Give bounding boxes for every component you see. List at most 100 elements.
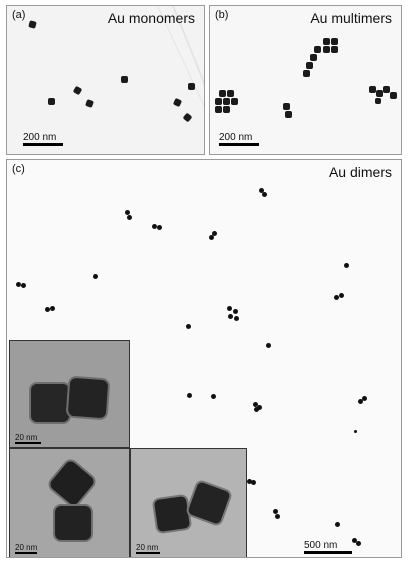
nanoparticle: [310, 54, 317, 61]
dimer-particle: [127, 215, 132, 220]
nanocube: [29, 382, 71, 424]
panel-tag: (a): [12, 9, 26, 21]
panel-au-monomers: (a) Au monomers 200 nm: [6, 5, 205, 155]
dimer-particle: [209, 235, 214, 240]
dimer-particle: [228, 314, 233, 319]
nanoparticle: [369, 86, 376, 93]
nanoparticle: [215, 106, 222, 113]
nanoparticle: [376, 90, 383, 97]
dimer-particle: [262, 192, 267, 197]
scale-bar-line: [304, 551, 352, 554]
nanoparticle: [227, 90, 234, 97]
dimer-particle: [259, 188, 264, 193]
dimer-particle: [253, 402, 258, 407]
inset-dimer-side-by-side: 20 nm: [9, 340, 130, 448]
nanoparticle: [390, 92, 397, 99]
nanoparticle: [323, 38, 330, 45]
dimer-particle: [358, 399, 363, 404]
nanoparticle: [223, 106, 230, 113]
panel-au-dimers: (c) Au dimers 20 nm: [6, 159, 402, 558]
dimer-particle: [257, 405, 262, 410]
dimer-particle: [125, 210, 130, 215]
dimer-particle: [335, 522, 340, 527]
dimer-particle: [354, 430, 357, 433]
scale-bar: 20 nm: [15, 541, 37, 554]
dimer-particle: [227, 306, 232, 311]
nanoparticle: [383, 86, 390, 93]
dimer-particle: [152, 224, 157, 229]
panel-title: Au monomers: [107, 10, 195, 26]
dimer-particle: [93, 274, 98, 279]
nanoparticle: [182, 112, 193, 123]
dimer-particle: [234, 316, 239, 321]
nanoparticle: [285, 111, 292, 118]
nanoparticle: [28, 20, 37, 29]
scale-bar: 200 nm: [23, 130, 63, 146]
scale-label: 200 nm: [219, 132, 253, 143]
dimer-particle: [247, 479, 252, 484]
dimer-particle: [266, 343, 271, 348]
dimer-particle: [251, 480, 256, 485]
nanoparticle: [323, 46, 330, 53]
dimer-particle: [50, 306, 55, 311]
scale-bar-line: [136, 552, 160, 554]
nanocube: [152, 494, 192, 534]
inset-dimer-stacked: 20 nm: [9, 448, 130, 557]
scale-label: 500 nm: [304, 540, 338, 551]
panel-tag: (c): [12, 163, 25, 175]
dimer-particle: [362, 396, 367, 401]
scale-label: 200 nm: [23, 132, 57, 143]
dimer-particle: [45, 307, 50, 312]
nanoparticle: [72, 85, 83, 96]
scale-bar-line: [15, 442, 41, 444]
nanoparticle: [48, 98, 55, 105]
nanocube: [53, 504, 93, 542]
dimer-particle: [344, 263, 349, 268]
scale-label: 20 nm: [136, 543, 159, 552]
nanoparticle: [219, 90, 226, 97]
scale-bar: 500 nm: [304, 538, 352, 554]
nanoparticle: [283, 103, 290, 110]
nanoparticle: [375, 98, 381, 104]
scale-bar: 20 nm: [136, 541, 160, 554]
panel-tag: (b): [215, 9, 229, 21]
dimer-particle: [187, 393, 192, 398]
nanoparticle: [85, 99, 94, 108]
dimer-particle: [334, 295, 339, 300]
nanoparticle: [172, 97, 183, 108]
dimer-particle: [186, 324, 191, 329]
scale-bar-line: [23, 143, 63, 146]
inset-image: [29, 376, 110, 424]
nanocube: [48, 459, 96, 507]
dimer-particle: [157, 225, 162, 230]
panel-title: Au multimers: [310, 10, 392, 26]
scale-bar: 200 nm: [219, 130, 259, 146]
scale-bar-line: [15, 552, 37, 554]
dimer-particle: [233, 309, 238, 314]
nanoparticle: [303, 70, 310, 77]
nanoparticle: [223, 98, 230, 105]
nanocube: [66, 376, 110, 420]
nanoparticle: [215, 98, 222, 105]
dimer-particle: [211, 394, 216, 399]
scale-bar-line: [219, 143, 259, 146]
panel-title: Au dimers: [328, 164, 392, 180]
dimer-particle: [275, 514, 280, 519]
nanocube: [186, 480, 232, 526]
inset-image: [48, 459, 96, 542]
dimer-particle: [254, 407, 259, 412]
dimer-particle: [21, 283, 26, 288]
inset-image: [152, 480, 232, 534]
scale-bar: 20 nm: [15, 431, 41, 444]
nanoparticle: [331, 46, 338, 53]
nanoparticle: [188, 83, 195, 90]
panel-au-multimers: (b) Au multimers 200 nm: [209, 5, 402, 155]
background-streak: [172, 6, 204, 154]
dimer-particle: [212, 231, 217, 236]
nanoparticle: [306, 62, 313, 69]
dimer-particle: [352, 538, 357, 543]
dimer-particle: [356, 541, 361, 546]
dimer-particle: [16, 282, 21, 287]
dimer-particle: [339, 293, 344, 298]
inset-dimer-tilted: 20 nm: [130, 448, 247, 557]
